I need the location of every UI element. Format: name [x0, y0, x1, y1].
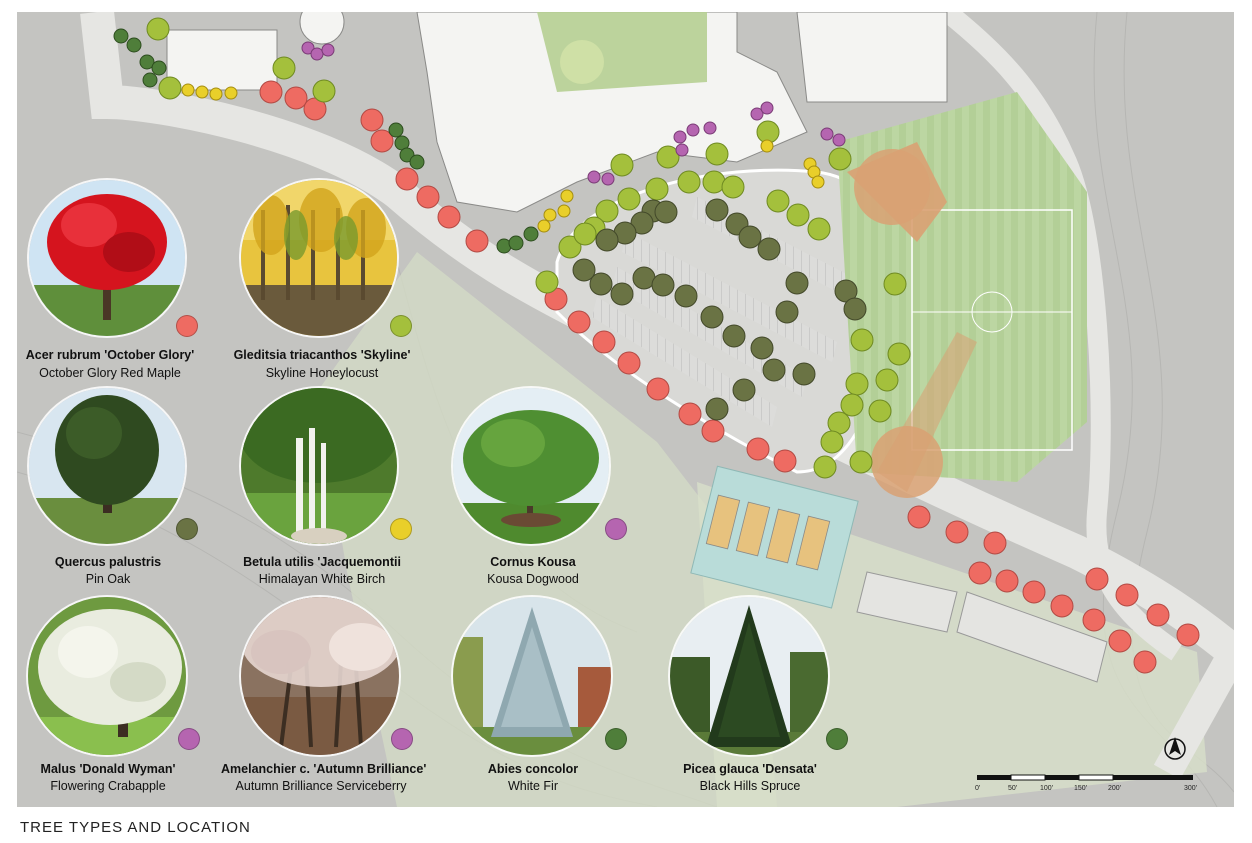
dogwood-botanical: Cornus Kousa: [490, 555, 576, 569]
pin-oak-botanical: Quercus palustris: [54, 555, 162, 569]
tree-card-birch: Betula utilis 'Jacquemontii Himalayan Wh…: [232, 388, 412, 588]
serviceberry-common: Autumn Brilliance Serviceberry: [235, 779, 407, 793]
spruce-photo: [670, 597, 828, 755]
tree-card-dogwood: Cornus Kousa Kousa Dogwood: [443, 388, 627, 588]
honeylocust-swatch: [390, 315, 412, 337]
north-diamond: [854, 149, 930, 225]
red-maple-common: October Glory Red Maple: [39, 366, 181, 380]
pin-oak-markers: [572, 198, 867, 421]
fir-botanical: Abies concolor: [487, 762, 579, 776]
pin-oak-photo: [29, 388, 185, 544]
tree-card-crabapple: Malus 'Donald Wyman' Flowering Crabapple: [18, 597, 200, 797]
scale-label-200: 200': [1108, 785, 1122, 792]
tree-card-serviceberry: Amelanchier c. 'Autumn Brilliance' Autum…: [221, 597, 427, 797]
fir-photo: [453, 597, 611, 755]
school-building: [416, 12, 808, 213]
north-building: [166, 29, 278, 91]
athletic-fields: [837, 92, 1087, 482]
crabapple-common: Flowering Crabapple: [50, 779, 166, 793]
red-maple-swatch: [176, 315, 198, 337]
north-arrow-icon: [1164, 737, 1186, 760]
fir-common: White Fir: [508, 779, 558, 793]
red-maple-botanical: Acer rubrum 'October Glory': [25, 348, 195, 362]
tree-card-pin-oak: Quercus palustris Pin Oak: [18, 388, 198, 588]
spruce-botanical: Picea glauca 'Densata': [683, 762, 817, 776]
tree-card-red-maple: Acer rubrum 'October Glory' October Glor…: [20, 180, 200, 385]
tree-card-spruce: Picea glauca 'Densata' Black Hills Spruc…: [660, 597, 848, 797]
dogwood-markers: [301, 41, 846, 186]
serviceberry-swatch: [391, 728, 413, 750]
birch-swatch: [390, 518, 412, 540]
honeylocust-markers: [146, 17, 911, 479]
scale-label-0: 0': [975, 785, 981, 792]
scale-label-150: 150': [1074, 785, 1088, 792]
soccer-field: [911, 209, 1073, 451]
red-maple-photo: [29, 180, 185, 336]
birch-common: Himalayan White Birch: [258, 572, 386, 586]
tree-card-fir: Abies concolor White Fir: [443, 597, 627, 797]
serviceberry-botanical: Amelanchier c. 'Autumn Brilliance': [221, 762, 427, 776]
birch-photo: [241, 388, 397, 544]
south-parking-a: [856, 571, 958, 633]
dogwood-common: Kousa Dogwood: [487, 572, 579, 586]
honeylocust-common: Skyline Honeylocust: [265, 366, 379, 380]
serviceberry-photo: [241, 597, 399, 755]
honeylocust-photo: [241, 180, 397, 336]
birch-markers: [181, 83, 825, 233]
small-oak-markers: [113, 28, 539, 254]
pin-oak-swatch: [176, 518, 198, 540]
red-maple-markers: [259, 80, 1200, 674]
south-parking-b: [956, 591, 1108, 683]
crabapple-swatch: [178, 728, 200, 750]
site-plan-map: [17, 12, 1234, 807]
site-plan-svg: [17, 12, 1234, 807]
tennis-courts: [705, 494, 831, 571]
gym-building: [796, 12, 948, 103]
scale-label-300: 300': [1184, 785, 1198, 792]
south-infield: [877, 332, 977, 492]
center-circle: [971, 291, 1013, 333]
crabapple-photo: [28, 597, 186, 755]
round-structure: [299, 12, 345, 45]
courtyard-lawn: [560, 40, 604, 84]
crabapple-botanical: Malus 'Donald Wyman': [40, 762, 176, 776]
dogwood-swatch: [605, 518, 627, 540]
pin-oak-common: Pin Oak: [85, 572, 131, 586]
scale-label-100: 100': [1040, 785, 1054, 792]
dogwood-photo: [453, 388, 609, 544]
honeylocust-botanical: Gleditsia triacanthos 'Skyline': [233, 348, 411, 362]
scale-bar: [977, 774, 1193, 781]
page-caption: TREE TYPES AND LOCATION: [20, 819, 251, 836]
spruce-common: Black Hills Spruce: [699, 779, 801, 793]
spruce-swatch: [826, 728, 848, 750]
tree-card-honeylocust: Gleditsia triacanthos 'Skyline' Skyline …: [232, 180, 412, 385]
scale-label-50: 50': [1008, 785, 1018, 792]
fir-swatch: [605, 728, 627, 750]
birch-botanical: Betula utilis 'Jacquemontii: [243, 555, 401, 569]
